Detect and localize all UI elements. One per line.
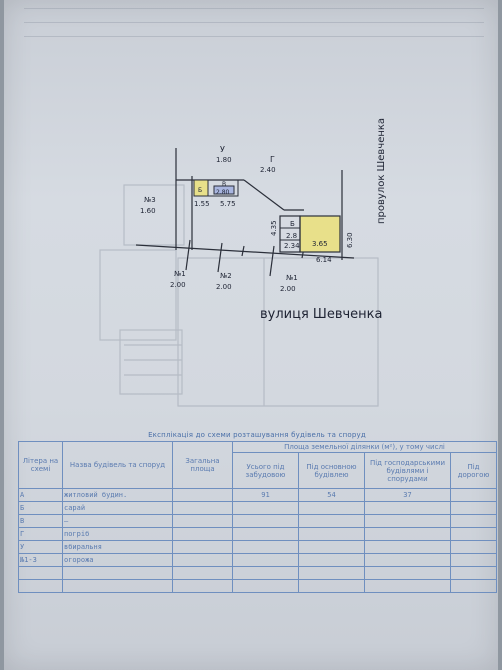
- dim-label: №1: [286, 274, 298, 282]
- dim-label: 4.35: [270, 220, 278, 236]
- faint-header-bleed: [4, 0, 498, 50]
- dim-label: 2.00: [280, 285, 296, 293]
- col-built: Усього під забудовою: [232, 452, 299, 489]
- dim-label: 2.00: [170, 281, 186, 289]
- document-page: вулиця Шевченка провулок Шевченка 3.65 6…: [4, 0, 498, 670]
- dim-label: 1.55: [194, 200, 210, 208]
- dim-label: Б: [198, 187, 202, 194]
- table-caption: Експлікація до схеми розташування будіве…: [148, 431, 366, 439]
- table-row: Б сарай: [18, 501, 498, 515]
- dim-label: 2.40: [260, 166, 276, 174]
- dim-label: 5.75: [220, 200, 236, 208]
- dim-label: Б: [290, 220, 295, 228]
- table-row: №1-3 огорожа: [18, 553, 498, 567]
- street-label: вулиця Шевченка: [260, 307, 382, 322]
- explication-table-block: Експлікація до схеми розташування будіве…: [18, 431, 498, 655]
- dim-label: №1: [174, 270, 186, 278]
- dim-label: У: [220, 145, 225, 154]
- table-row: [18, 566, 498, 580]
- table-row: В —: [18, 514, 498, 528]
- dim-label: 2.34: [284, 242, 300, 250]
- building-a: [299, 215, 341, 253]
- col-area-group: Площа земельної ділянки (м²), у тому чис…: [231, 441, 498, 453]
- col-letter: Літера на схемі: [18, 441, 63, 489]
- dim-label: 6.30: [346, 232, 354, 248]
- table-row: А житловий будин. 91 54 37: [18, 488, 498, 502]
- col-yard: Під господарськими будівлями і спорудами: [364, 452, 451, 489]
- explication-table: Літера на схемі Назва будівель та споруд…: [18, 441, 498, 593]
- table-row: [18, 579, 498, 593]
- table-row: Г погріб: [18, 527, 498, 541]
- site-plan: вулиця Шевченка провулок Шевченка 3.65 6…: [99, 118, 387, 407]
- col-name: Назва будівель та споруд: [62, 441, 173, 489]
- dim-label: 1.60: [140, 207, 156, 215]
- dim-label: Г: [270, 155, 275, 164]
- dim-label: 2.80: [216, 189, 230, 196]
- dim-label: 6.14: [316, 256, 332, 264]
- col-main: Під основною будівлею: [298, 452, 365, 489]
- dim-label: 1.80: [216, 156, 232, 164]
- col-under: Під дорогою: [449, 452, 498, 489]
- dim-label: №3: [144, 196, 156, 204]
- dim-label: В: [222, 181, 226, 188]
- dim-label: 3.65: [312, 240, 328, 248]
- dim-label: №2: [220, 272, 232, 280]
- table-row: У вбиральня: [18, 540, 498, 554]
- dim-label: 2.8: [286, 232, 297, 240]
- lane-label: провулок Шевченка: [376, 118, 387, 224]
- dim-label: 2.00: [216, 283, 232, 291]
- col-total: Загальна площа: [172, 441, 233, 489]
